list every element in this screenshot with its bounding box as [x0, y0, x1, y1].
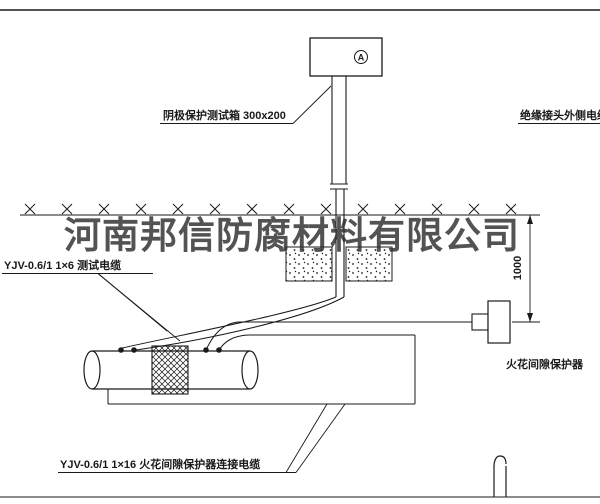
foundation-block-left: [285, 246, 333, 282]
spark-gap-stem: [471, 313, 489, 331]
company-watermark: 河南邦信防腐材料有限公司: [64, 215, 520, 257]
test-box-body: [309, 37, 383, 77]
dimension-1000: 1000: [512, 214, 540, 323]
test-box: A: [309, 37, 383, 77]
foundation-blocks: [285, 246, 393, 282]
spark-gap-protector: [471, 300, 511, 344]
label-insulation-joint-cable: 绝缘接头外侧电缆: [518, 108, 600, 124]
dimension-value: 1000: [512, 256, 524, 280]
spark-gap-cables: [107, 321, 472, 405]
test-post: [330, 76, 348, 297]
label-test-cable-text: YJV-0.6/1 1×6 测试电缆: [4, 258, 121, 272]
label-test-cable: YJV-0.6/1 1×6 测试电缆: [2, 258, 181, 342]
pipe-end-right: [241, 350, 259, 390]
label-test-box: 阴极保护测试箱 300x200: [160, 85, 332, 124]
label-spark-gap-cable: YJV-0.6/1 1×16 火花间隙保护器连接电缆: [58, 403, 346, 473]
pipeline: [83, 345, 259, 395]
cable-terminals: [118, 347, 222, 353]
spark-gap-head: [487, 300, 511, 344]
label-test-box-text: 阴极保护测试箱 300x200: [163, 108, 286, 122]
label-spark-gap-cable-text: YJV-0.6/1 1×16 火花间隙保护器连接电缆: [60, 457, 260, 471]
meter-circle-icon: [354, 50, 368, 64]
label-spark-gap-protector-text: 火花间隙保护器: [506, 357, 584, 371]
meter-symbol: A: [358, 53, 365, 63]
ground-hatch-marks: [24, 203, 517, 215]
label-insulation-joint-cable-text: 绝缘接头外侧电缆: [520, 108, 600, 122]
ground-line-group: [20, 203, 520, 216]
pipe-end-left: [83, 350, 101, 390]
pipe-clamp-symbol: [493, 455, 507, 497]
foundation-block-right: [345, 246, 393, 282]
insulating-joint: [151, 345, 189, 395]
label-spark-gap-protector: 火花间隙保护器: [506, 357, 584, 371]
